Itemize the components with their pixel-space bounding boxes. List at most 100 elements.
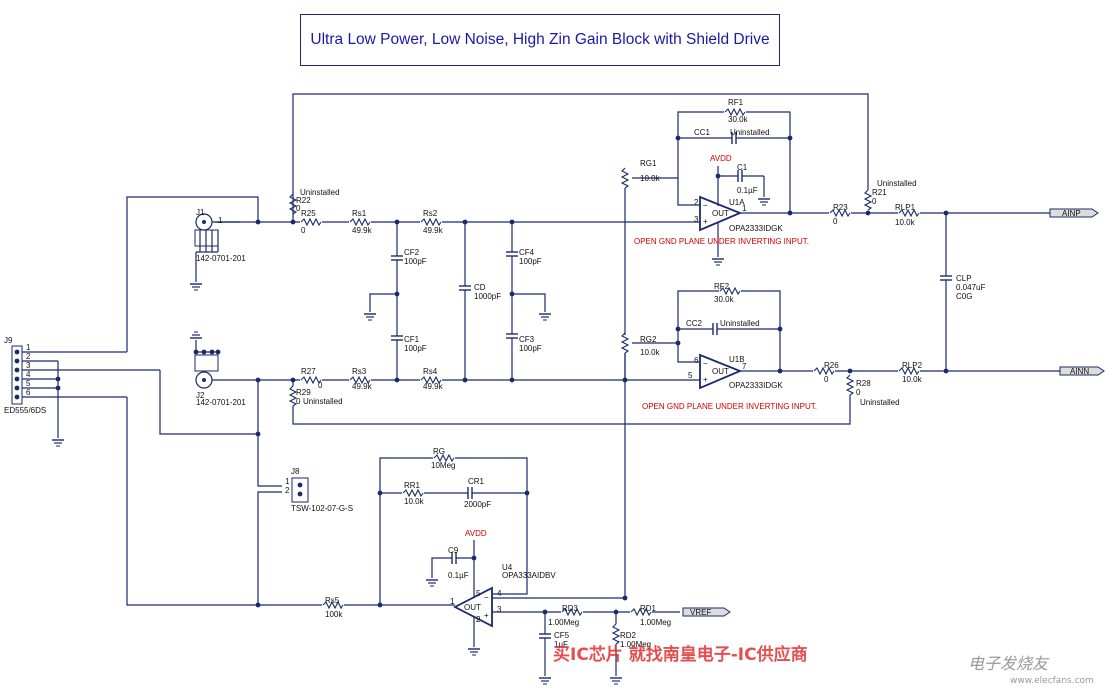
- r27-resistor: R27 0: [300, 367, 323, 390]
- rg2-val: 10.0k: [640, 348, 661, 357]
- clp-dielectric: C0G: [956, 292, 972, 301]
- u4-pin5: 5: [476, 589, 481, 598]
- rg-ref: RG: [433, 447, 445, 456]
- j9-pin1: 1: [26, 343, 31, 352]
- rd1-val: 1.00Meg: [640, 618, 671, 627]
- ainp-output-chain: R23 0 Uninstalled R21 0 RLP1 10.0k AINP: [790, 179, 1099, 227]
- guard-route: [255, 380, 282, 608]
- r22-note: Uninstalled: [300, 188, 340, 197]
- rd3-ref: RD3: [562, 604, 579, 613]
- r25-val: 0: [301, 226, 306, 235]
- cf4-val: 100pF: [519, 257, 542, 266]
- u4-out-pin: OUT: [464, 603, 481, 612]
- r22-ref: R22: [296, 196, 311, 205]
- c9-capacitor: AVDD C9 0.1µF: [425, 529, 487, 587]
- clp-capacitor: CLP 0.047uF C0G: [939, 213, 985, 372]
- j9-part: ED555/6DS: [4, 406, 46, 415]
- c1-ref: C1: [737, 163, 748, 172]
- rd2-val: 1.00Meg: [620, 640, 651, 649]
- clp-ref: CLP: [956, 274, 972, 283]
- u1a-amplifier: − + OUT U1A OPA2333IDGK 2 3 1: [694, 187, 790, 266]
- cf1-ref: CF1: [404, 335, 420, 344]
- j1-connector: J1 1 142-0701-201: [189, 208, 246, 291]
- r29-ref: R29: [296, 388, 311, 397]
- j9-pin4: 4: [26, 370, 31, 379]
- rr1-ref: RR1: [404, 481, 421, 490]
- u1a-pin3: 3: [694, 215, 699, 224]
- r28-val: 0: [856, 388, 861, 397]
- cr1-ref: CR1: [468, 477, 485, 486]
- top-shield-loop: [292, 93, 869, 210]
- r28-ref: R28: [856, 379, 871, 388]
- ainn-net: AINN: [1070, 367, 1089, 376]
- rlp1-ref: RLP1: [895, 203, 916, 212]
- site-logo: 电子发烧友: [968, 654, 1049, 673]
- cf3-val: 100pF: [519, 344, 542, 353]
- u1b-feedback: RF2 30.0k CC2 Uninstalled RG2 10.0k: [620, 282, 783, 380]
- j8-header: J8 1 2 TSW-102-07-G-S: [285, 467, 353, 513]
- j2-part: 142-0701-201: [196, 398, 246, 407]
- cd-ref: CD: [474, 283, 486, 292]
- j8-pin1: 1: [285, 477, 290, 486]
- rd3-val: 1.00Meg: [548, 618, 579, 627]
- u1a-out-pin: OUT: [712, 209, 729, 218]
- u1a-ref: U1A: [729, 198, 745, 207]
- avdd1-net: AVDD: [710, 154, 732, 163]
- rg1-ref: RG1: [640, 159, 657, 168]
- r27-ref: R27: [301, 367, 316, 376]
- cf5-ref: CF5: [554, 631, 570, 640]
- rs4-ref: Rs4: [423, 367, 438, 376]
- j2-connector: J2 142-0701-201: [189, 331, 246, 407]
- cf2-val: 100pF: [404, 257, 427, 266]
- r29-resistor: R29 0 Uninstalled: [289, 380, 851, 425]
- rg2-ref: RG2: [640, 335, 657, 344]
- c1-capacitor: AVDD C1 0.1µF: [710, 154, 771, 206]
- rs1-resistor: Rs1 49.9k: [349, 209, 373, 235]
- avdd2-net: AVDD: [465, 529, 487, 538]
- cf4-ref: CF4: [519, 248, 535, 257]
- rs2-val: 49.9k: [423, 226, 444, 235]
- rs5-val: 100k: [325, 610, 343, 619]
- negative-input-path: [212, 377, 700, 383]
- u1a-pin2: 2: [694, 198, 699, 207]
- rs5-ref: Rs5: [325, 596, 340, 605]
- r21-note: Uninstalled: [877, 179, 917, 188]
- c9-val: 0.1µF: [448, 571, 469, 580]
- j9-ref: J9: [4, 336, 13, 345]
- rs1-ref: Rs1: [352, 209, 367, 218]
- schematic-title: Ultra Low Power, Low Noise, High Zin Gai…: [310, 31, 770, 48]
- rlp1-val: 10.0k: [895, 218, 916, 227]
- title-box: Ultra Low Power, Low Noise, High Zin Gai…: [300, 14, 780, 66]
- j1-ref: J1: [196, 208, 205, 217]
- cf5-val: 1µF: [554, 640, 568, 649]
- r26-ref: R26: [824, 361, 839, 370]
- u1b-amplifier: − + OUT U1B OPA2333IDGK 6 5 7: [688, 353, 783, 390]
- rr1-val: 10.0k: [404, 497, 425, 506]
- u4-pin3: 3: [497, 605, 502, 614]
- cr1-val: 2000pF: [464, 500, 491, 509]
- j8-part: TSW-102-07-G-S: [291, 504, 353, 513]
- j9-pin5: 5: [26, 379, 31, 388]
- vref-net: VREF: [690, 608, 711, 617]
- cf1-val: 100pF: [404, 344, 427, 353]
- cc2-note: Uninstalled: [720, 319, 760, 328]
- cf2-ref: CF2: [404, 248, 420, 257]
- r29-note: Uninstalled: [303, 397, 343, 406]
- u1a-feedback: RF1 30.0k CC1 Uninstalled RG1 10.0k: [620, 98, 793, 380]
- j1-pin: 1: [218, 216, 223, 225]
- u1b-ref: U1B: [729, 355, 745, 364]
- rf1-val: 30.0k: [728, 115, 749, 124]
- r25-ref: R25: [301, 209, 316, 218]
- svg-text:+: +: [703, 375, 708, 384]
- svg-text:+: +: [703, 217, 708, 226]
- r26-val: 0: [824, 375, 829, 384]
- u4-pin1: 1: [450, 597, 455, 606]
- cd-capacitor: CD 1000pF: [458, 222, 501, 380]
- vref-divider: RD3 1.00Meg RD1 1.00Meg CF5 1µF RD2 1.00…: [538, 604, 731, 685]
- clp-val: 0.047uF: [956, 283, 985, 292]
- rs3-ref: Rs3: [352, 367, 367, 376]
- r21-ref: R21: [872, 188, 887, 197]
- c1-val: 0.1µF: [737, 186, 758, 195]
- gnd-plane-note-1: OPEN GND PLANE UNDER INVERTING INPUT.: [634, 237, 809, 246]
- rg1-val: 10.0k: [640, 174, 661, 183]
